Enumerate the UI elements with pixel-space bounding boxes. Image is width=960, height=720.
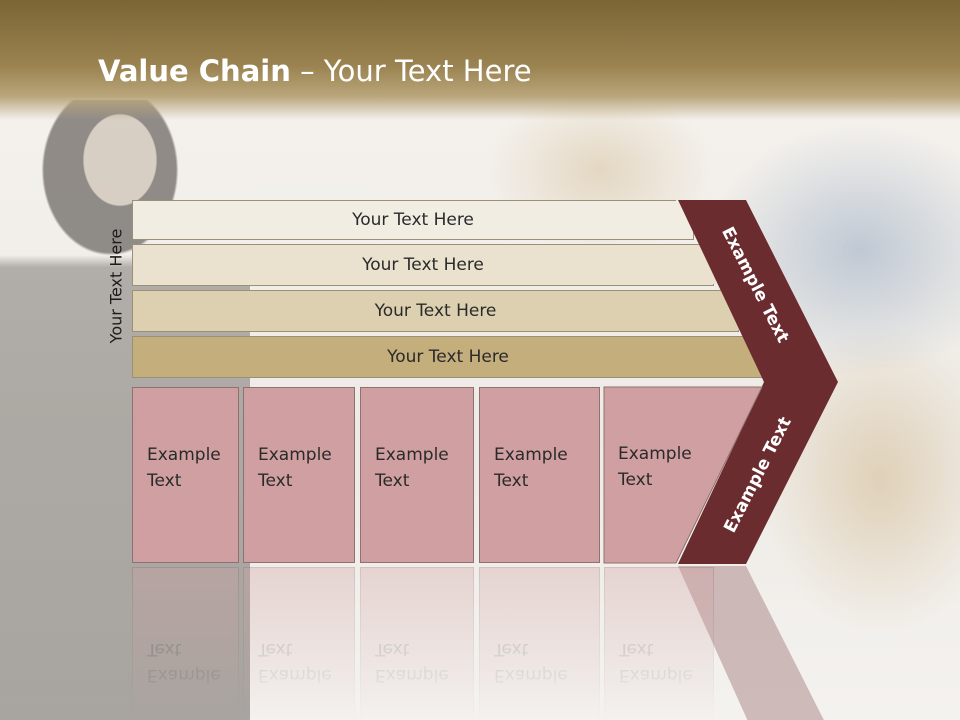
- bar-row-3-label: Your Text Here: [374, 301, 497, 321]
- cell-4-line2: Text: [494, 471, 529, 491]
- bar-row-4-label: Your Text Here: [387, 347, 509, 367]
- example-cell-3[interactable]: Example Text: [360, 387, 474, 563]
- bar-row-3[interactable]: Your Text Here: [132, 290, 739, 332]
- cell-2-line2: Text: [258, 471, 293, 491]
- cell-5-line2: Text: [618, 470, 653, 490]
- bar-row-1[interactable]: Your Text Here: [132, 200, 694, 240]
- example-cell-5[interactable]: Example Text: [604, 387, 692, 563]
- cell-1-line2: Text: [147, 471, 182, 491]
- slide-title[interactable]: Value Chain – Your Text Here: [98, 54, 532, 88]
- example-cell-4[interactable]: Example Text: [479, 387, 600, 563]
- cell-5-line1: Example: [618, 444, 692, 464]
- bar-row-2-label: Your Text Here: [362, 255, 484, 275]
- cell-3-line2: Text: [375, 471, 410, 491]
- cell-4-line1: Example: [494, 445, 568, 465]
- title-bold: Value Chain: [98, 54, 291, 88]
- title-rest: – Your Text Here: [290, 54, 532, 88]
- example-cell-1[interactable]: Example Text: [132, 387, 239, 563]
- title-band: [0, 0, 960, 120]
- cell-2-line1: Example: [258, 445, 332, 465]
- cell-1-line1: Example: [147, 445, 221, 465]
- bar-row-2[interactable]: Your Text Here: [132, 244, 714, 286]
- side-label[interactable]: Your Text Here: [106, 228, 126, 344]
- example-cell-2[interactable]: Example Text: [243, 387, 355, 563]
- bar-row-1-label: Your Text Here: [352, 210, 474, 230]
- bar-row-4[interactable]: Your Text Here: [132, 336, 764, 378]
- cell-3-line1: Example: [375, 445, 449, 465]
